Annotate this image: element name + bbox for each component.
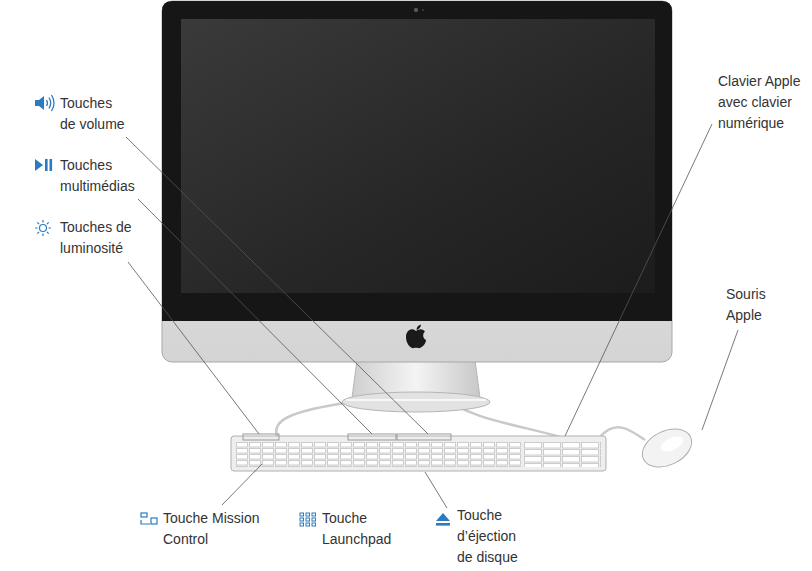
apple-mouse: [636, 422, 697, 475]
leader-line: [702, 330, 738, 430]
callout-label: Touches de luminosité: [60, 217, 146, 259]
callout-label: Souris Apple: [726, 284, 776, 326]
mouse-cable: [600, 427, 645, 440]
play-pause-icon: [35, 159, 52, 171]
leader-line: [222, 464, 262, 505]
mission-control-icon: [141, 513, 157, 524]
brightness-icon: [35, 220, 51, 236]
screen: [181, 19, 655, 293]
leader-line: [128, 262, 259, 434]
imac-display: [162, 1, 672, 362]
volume-keys: [397, 434, 451, 440]
callout-label: Touches de volume: [60, 93, 128, 135]
apple-keyboard: [231, 434, 606, 471]
eject-icon: [436, 513, 450, 526]
callout-label: Touches multimédias: [60, 155, 140, 197]
camera: [414, 8, 418, 12]
leader-line: [126, 137, 428, 434]
keyboard-cable: [276, 402, 350, 438]
leader-line: [138, 199, 372, 434]
callout-label: Clavier Apple avec clavier numérique: [718, 71, 804, 134]
leader-line: [565, 124, 712, 436]
callout-label: Touche Mission Control: [163, 508, 261, 550]
launchpad-icon: [300, 513, 316, 526]
imac-stand: [342, 360, 490, 412]
apple-logo: [406, 325, 426, 349]
leader-lines: [126, 124, 738, 508]
callout-label: Touche d’éjection de disque: [457, 505, 523, 568]
leader-line: [425, 472, 447, 508]
media-keys: [348, 434, 396, 440]
volume-icon: [35, 95, 54, 111]
key-symbols: [35, 95, 450, 526]
callout-label: Touche Launchpad: [322, 508, 397, 550]
brightness-keys: [243, 434, 279, 440]
